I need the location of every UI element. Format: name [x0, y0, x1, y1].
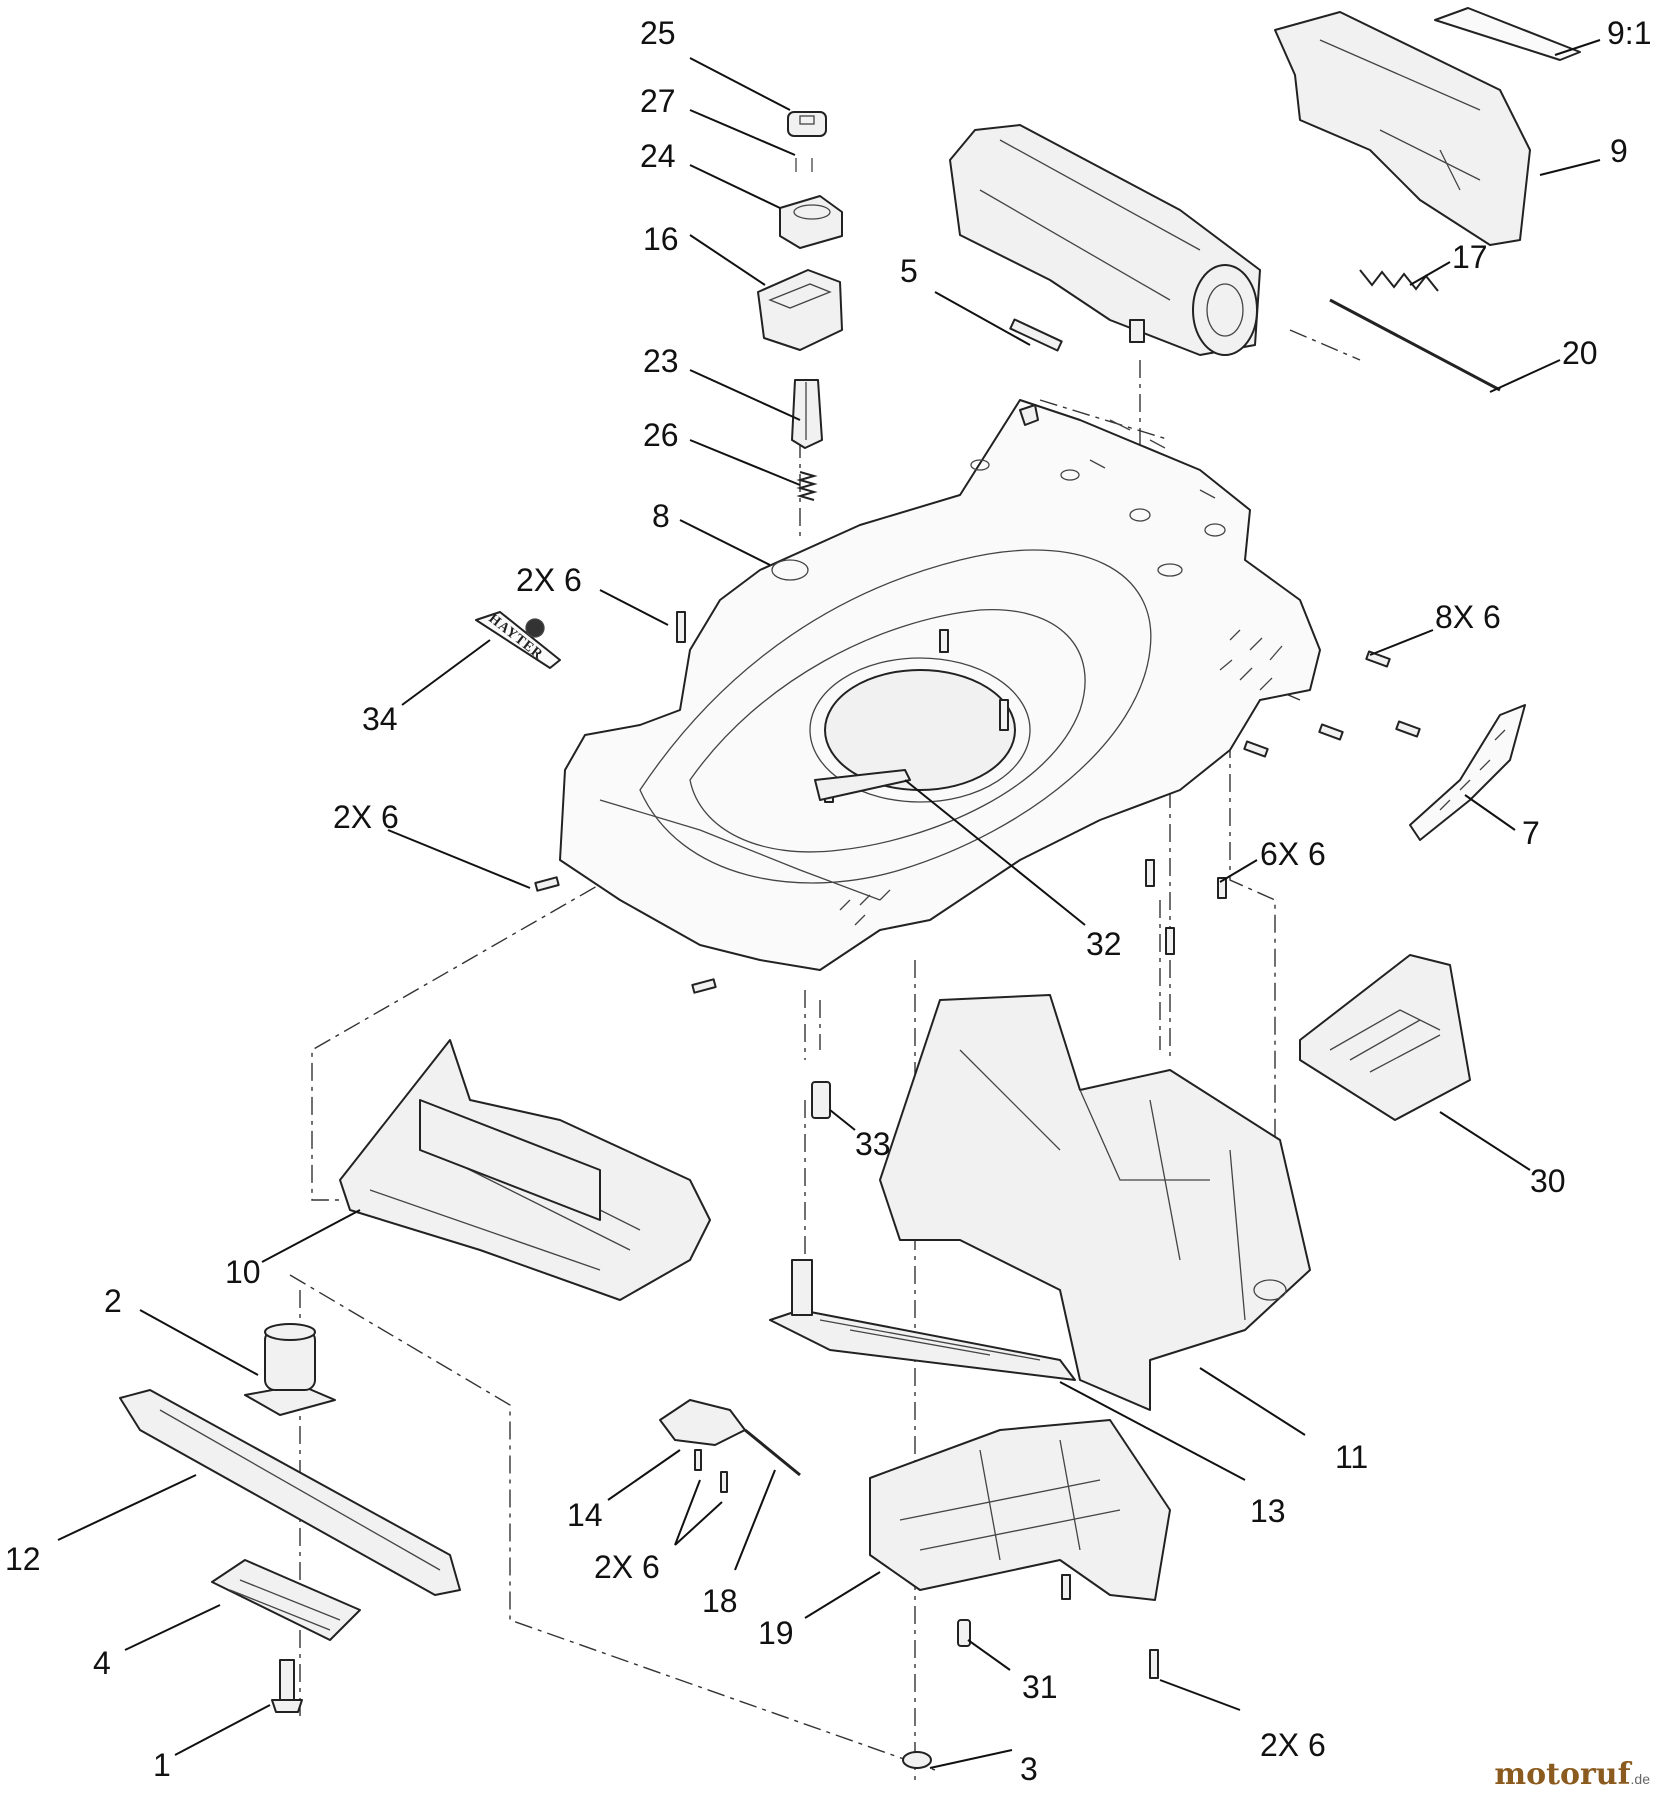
callout-1: 1 — [153, 1747, 171, 1783]
callout-25: 25 — [640, 15, 676, 51]
part-12-blade — [119, 1389, 461, 1596]
part-8-deck — [559, 399, 1321, 971]
callout-14: 14 — [567, 1497, 603, 1533]
part-4-plate — [211, 1559, 361, 1641]
callout-5: 5 — [900, 253, 918, 289]
part-31-bolt — [957, 1619, 971, 1647]
part-33-bolt — [811, 1081, 831, 1119]
part-30-mulch-plug — [1299, 954, 1471, 1121]
part-27-pins — [795, 158, 813, 172]
part-25-cap — [787, 111, 827, 137]
callout-31: 31 — [1022, 1669, 1058, 1705]
callout-17: 17 — [1452, 239, 1488, 275]
callout-27: 27 — [640, 83, 676, 119]
part-20-rod — [1329, 298, 1501, 392]
part-5-roller-assembly — [949, 124, 1261, 356]
callout-2x6-upper: 2X 6 — [516, 562, 582, 598]
part-26-spring — [796, 471, 818, 501]
callout-26: 26 — [643, 417, 679, 453]
part-13-baffle — [769, 1259, 1076, 1381]
callout-32: 32 — [1086, 926, 1122, 962]
callout-24: 24 — [640, 138, 676, 174]
callout-2x6-left: 2X 6 — [333, 799, 399, 835]
callout-12: 12 — [5, 1541, 41, 1577]
screws — [534, 611, 1421, 1679]
callout-4: 4 — [93, 1645, 111, 1681]
callout-19: 19 — [758, 1615, 794, 1651]
callout-23: 23 — [643, 343, 679, 379]
callout-labels: 25 27 24 16 23 26 8 2X 6 34 2X 6 5 9:1 9… — [5, 15, 1651, 1787]
callout-30: 30 — [1530, 1163, 1566, 1199]
part-23-shaft — [791, 379, 823, 449]
callout-8x6: 8X 6 — [1435, 599, 1501, 635]
part-34-logo: HAYTER — [475, 611, 561, 669]
callout-8: 8 — [652, 498, 670, 534]
callout-33: 33 — [855, 1126, 891, 1162]
part-1-bolt — [271, 1659, 303, 1713]
watermark-tld: .de — [1630, 1771, 1650, 1787]
callout-18: 18 — [702, 1583, 738, 1619]
part-10-rear-skirt — [339, 1039, 711, 1301]
leader-lines — [57, 39, 1601, 1769]
callout-2x6-lower: 2X 6 — [594, 1549, 660, 1585]
part-17-spring — [1359, 269, 1439, 292]
watermark-brand: motoruf — [1494, 1757, 1631, 1792]
part-24-knob — [779, 195, 843, 249]
callout-34: 34 — [362, 701, 398, 737]
part-3-washer — [902, 1751, 932, 1769]
callout-7: 7 — [1522, 815, 1540, 851]
callout-2x6-bottom: 2X 6 — [1260, 1727, 1326, 1763]
part-19-lower-plate — [869, 1419, 1171, 1601]
callout-13: 13 — [1250, 1493, 1286, 1529]
callout-9: 9 — [1610, 133, 1628, 169]
callout-3: 3 — [1020, 1751, 1038, 1787]
motoruf-watermark: motoruf.de — [1494, 1757, 1650, 1792]
callout-10: 10 — [225, 1254, 261, 1290]
part-14-bracket — [659, 1399, 746, 1446]
callout-16: 16 — [643, 221, 679, 257]
callout-20: 20 — [1562, 335, 1598, 371]
part-16-housing — [757, 269, 843, 351]
part-11-chute — [879, 994, 1311, 1411]
callout-9-1: 9:1 — [1607, 15, 1651, 51]
part-2-spacer — [244, 1323, 336, 1416]
callout-2: 2 — [104, 1283, 122, 1319]
callout-6x6: 6X 6 — [1260, 836, 1326, 872]
part-7-deflector — [1409, 704, 1526, 841]
part-9-grassbag-cover — [1274, 7, 1581, 246]
part-18-pin — [744, 1428, 801, 1477]
callout-11: 11 — [1335, 1439, 1368, 1475]
